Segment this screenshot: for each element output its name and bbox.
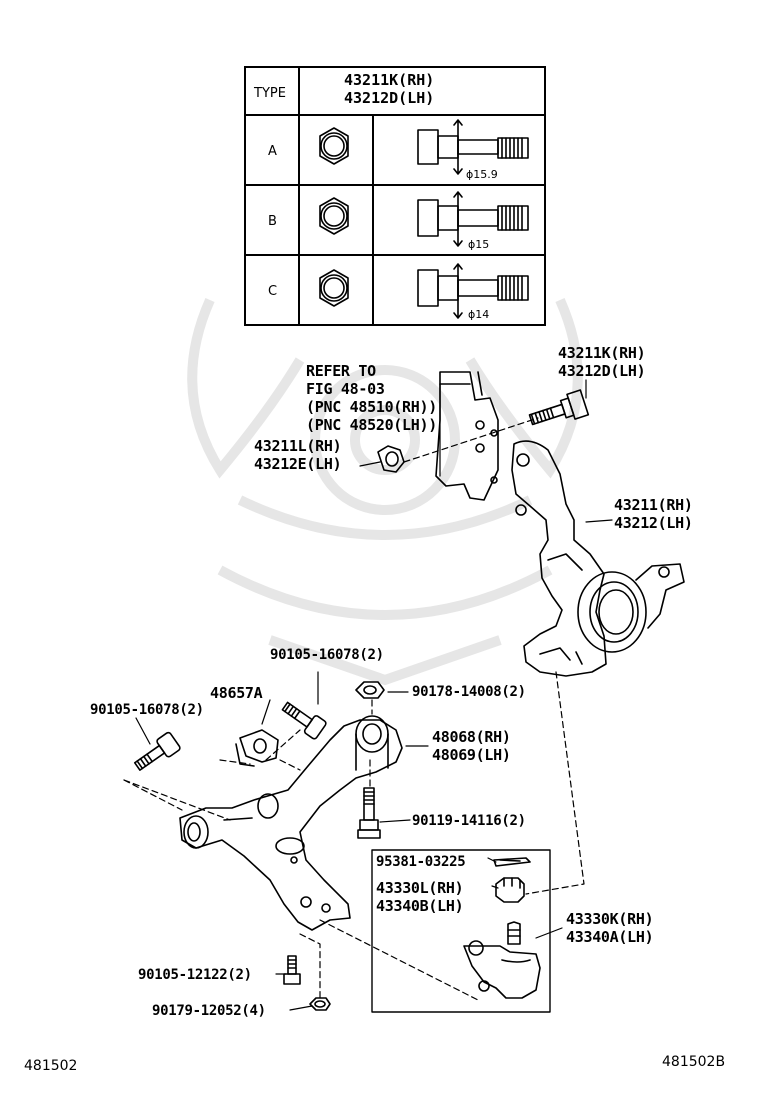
label-bracket-48657a: 48657A — [210, 684, 263, 702]
cotter-pin-icon — [493, 857, 531, 867]
nut-90178-14008-icon — [355, 681, 385, 699]
label-bolt-90105-16078-left: 90105-16078(2) — [90, 702, 204, 718]
type-a-diameter: ϕ15.9 — [466, 168, 498, 181]
bolt-90105-12122-icon — [283, 955, 301, 985]
strut-bracket-icon — [435, 371, 499, 501]
label-bolt-43211k: 43211K(RH) — [558, 344, 646, 362]
refer-line-4: (PNC 48520(LH)) — [306, 416, 437, 434]
label-knuckle-43211: 43211(RH) — [614, 496, 693, 514]
label-nut-90179-12052: 90179-12052(4) — [152, 1003, 266, 1019]
label-arm-48068: 48068(RH) — [432, 728, 511, 746]
bolt-90105-16078-top-icon — [281, 701, 327, 740]
label-bolt-90105-12122: 90105-12122(2) — [138, 967, 252, 983]
bolt-side-b-icon — [417, 191, 529, 247]
label-arm-48069: 48069(LH) — [432, 746, 511, 764]
label-bolt-90105-16078-top: 90105-16078(2) — [270, 647, 384, 663]
nut-head-c-icon — [319, 269, 349, 307]
bolt-type-table: TYPE 43211K(RH) 43212D(LH) A B C ϕ15.9 ϕ… — [244, 66, 546, 326]
lower-control-arm-icon — [179, 715, 403, 931]
bolt-90119-14116-icon — [357, 787, 381, 839]
type-b-diameter: ϕ15 — [468, 238, 490, 251]
label-bolt-90119-14116: 90119-14116(2) — [412, 813, 526, 829]
label-bj-nut-43340b: 43340B(LH) — [376, 897, 464, 915]
refer-line-3: (PNC 48510(RH)) — [306, 398, 437, 416]
nut-90179-12052-icon — [309, 997, 331, 1011]
castle-nut-icon — [495, 877, 525, 903]
label-ball-joint-43340a: 43340A(LH) — [566, 928, 654, 946]
refer-line-2: FIG 48-03 — [306, 380, 385, 398]
header-part-rh: 43211K(RH) — [344, 71, 435, 89]
nut-head-b-icon — [319, 197, 349, 235]
bolt-43211k-icon — [528, 389, 590, 426]
type-b-label: B — [268, 214, 277, 229]
type-header: TYPE — [254, 86, 286, 101]
label-nut-43212e: 43212E(LH) — [254, 455, 342, 473]
ball-joint-detail-box — [371, 849, 551, 1013]
label-nut-43211l: 43211L(RH) — [254, 437, 342, 455]
bolt-side-c-icon — [417, 263, 529, 319]
nut-43211l-icon — [377, 445, 405, 473]
bracket-48657a-icon — [235, 729, 279, 767]
type-c-label: C — [268, 284, 278, 299]
label-bj-nut-43330l: 43330L(RH) — [376, 879, 464, 897]
refer-line-1: REFER TO — [306, 362, 376, 380]
ball-joint-icon — [463, 921, 541, 999]
steering-knuckle-icon — [511, 440, 685, 677]
nut-head-a-icon — [319, 127, 349, 165]
figure-code-left: 481502 — [24, 1058, 78, 1074]
type-c-diameter: ϕ14 — [468, 308, 490, 321]
label-ball-joint-43330k: 43330K(RH) — [566, 910, 654, 928]
label-cotter-95381: 95381-03225 — [376, 854, 466, 870]
bolt-90105-16078-left-icon — [133, 731, 181, 771]
label-bolt-43212d: 43212D(LH) — [558, 362, 646, 380]
figure-code-right: 481502B — [662, 1054, 726, 1070]
label-knuckle-43212: 43212(LH) — [614, 514, 693, 532]
header-part-lh: 43212D(LH) — [344, 89, 435, 107]
label-nut-90178-14008: 90178-14008(2) — [412, 684, 526, 700]
type-a-label: A — [268, 144, 277, 159]
bolt-side-a-icon — [417, 119, 529, 175]
